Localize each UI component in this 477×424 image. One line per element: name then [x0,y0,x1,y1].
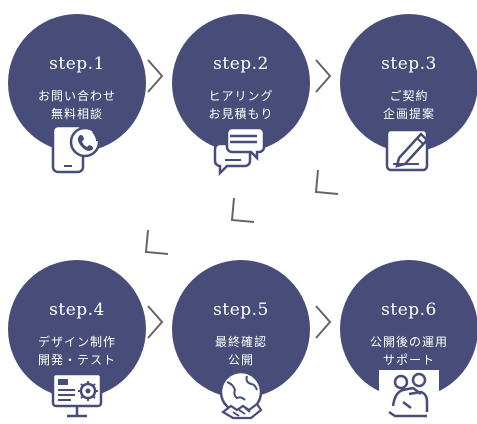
step-number: step.5 [213,300,269,320]
chevron-right-icon [147,305,164,339]
step-5: step.5 最終確認 公開 [172,260,310,420]
step-title-line2: サポート [382,353,435,367]
step-number: step.4 [49,300,105,320]
step-2: step.2 ヒアリング お見積もり [172,14,310,177]
step-title-line2: 企画提案 [382,107,435,121]
step-number: step.1 [49,54,105,74]
step-title-line2: 無料相談 [50,107,103,121]
monitor-gear-icon [51,372,103,418]
step-title-line1: 公開後の運用 [369,335,448,349]
chat-bubbles-icon [213,126,266,177]
chevron-down-left-icon [144,229,169,255]
step-1: step.1 お問い合わせ 無料相談 [8,14,146,174]
step-number: step.3 [381,54,437,74]
support-person-icon [379,370,439,420]
step-title-line2: 公開 [227,353,254,367]
chevron-down-left-icon [230,197,255,223]
chevron-right-icon [147,59,164,93]
step-title-line1: お問い合わせ [37,89,116,103]
step-number: step.6 [381,300,437,320]
step-title-line1: 最終確認 [214,335,267,349]
step-title-line1: デザイン制作 [37,335,116,349]
phone-call-icon [51,124,101,174]
step-title-line2: 開発・テスト [37,353,116,367]
step-6: step.6 公開後の運用 サポート [340,260,477,420]
chevron-right-icon [315,305,332,339]
step-title-line1: ヒアリング [208,89,274,103]
step-3: step.3 ご契約 企画提案 [340,14,477,172]
handshake-globe-icon [219,370,263,420]
contract-pen-icon [385,128,429,172]
step-number: step.2 [213,54,269,74]
step-title-line1: ご契約 [389,89,429,103]
step-4: step.4 デザイン制作 開発・テスト [8,260,146,418]
step-title-line2: お見積もり [208,107,274,121]
chevron-right-icon [315,59,332,93]
chevron-down-left-icon [314,169,339,195]
